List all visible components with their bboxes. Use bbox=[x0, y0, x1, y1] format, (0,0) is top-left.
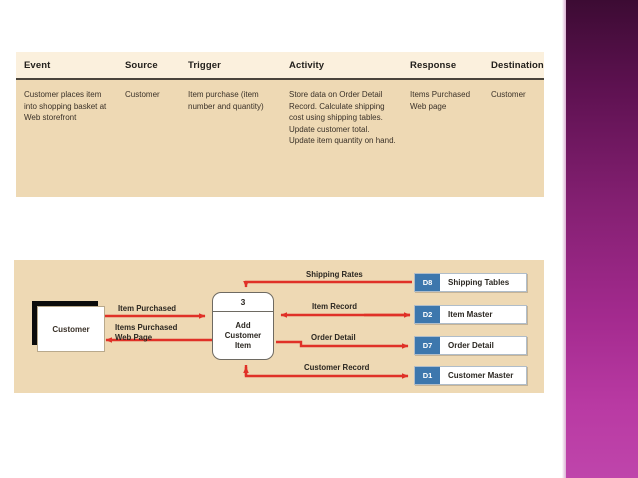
data-store-id: D7 bbox=[415, 337, 440, 354]
column-header-trigger: Trigger bbox=[188, 60, 221, 71]
process-name-line-1: Add bbox=[235, 320, 251, 330]
flow-label-customer-record: Customer Record bbox=[304, 363, 370, 372]
data-flow-diagram: Customer 3 Add Customer Item D8 Shipping… bbox=[14, 260, 544, 393]
column-header-destination: Destination bbox=[491, 60, 544, 71]
external-entity-label: Customer bbox=[52, 324, 90, 334]
event-table: Event Source Trigger Activity Response D… bbox=[16, 52, 544, 197]
data-store-label: Customer Master bbox=[448, 371, 514, 380]
data-store-shipping-tables: D8 Shipping Tables bbox=[414, 273, 527, 292]
column-header-event: Event bbox=[24, 60, 51, 71]
event-table-header-row: Event Source Trigger Activity Response D… bbox=[16, 52, 544, 80]
data-store-order-detail: D7 Order Detail bbox=[414, 336, 527, 355]
data-store-item-master: D2 Item Master bbox=[414, 305, 527, 324]
flow-label-item-record: Item Record bbox=[312, 302, 358, 311]
flow-label-line-1: Items Purchased bbox=[115, 323, 178, 332]
process-number: 3 bbox=[213, 293, 273, 312]
process-name-line-2: Customer bbox=[224, 330, 262, 340]
cell-source: Customer bbox=[125, 90, 160, 99]
flow-label-line-2: Web Page bbox=[115, 332, 153, 342]
data-store-id: D8 bbox=[415, 274, 440, 291]
flow-label-order-detail: Order Detail bbox=[311, 333, 356, 342]
cell-trigger: Item purchase (item number and quantity) bbox=[188, 90, 264, 111]
cell-activity: Store data on Order Detail Record. Calcu… bbox=[289, 90, 396, 146]
data-store-label: Order Detail bbox=[448, 341, 494, 350]
cell-event: Customer places item into shopping baske… bbox=[24, 90, 107, 123]
data-store-customer-master: D1 Customer Master bbox=[414, 366, 527, 385]
data-store-id: D2 bbox=[415, 306, 440, 323]
data-store-id: D1 bbox=[415, 367, 440, 384]
column-header-response: Response bbox=[410, 60, 457, 71]
process-name: Add Customer Item bbox=[213, 312, 273, 360]
table-row: Customer places item into shopping baske… bbox=[16, 80, 544, 197]
data-store-label: Shipping Tables bbox=[448, 278, 510, 287]
column-header-source: Source bbox=[125, 60, 158, 71]
flow-label-items-purchased-web-page: Items Purchased Web Page bbox=[115, 323, 177, 342]
accent-band-gradient bbox=[566, 0, 638, 478]
cell-response: Items Purchased Web page bbox=[410, 90, 471, 111]
process-name-line-3: Item bbox=[234, 341, 252, 351]
flow-label-item-purchased: Item Purchased bbox=[118, 304, 177, 313]
dfd-arrow-layer bbox=[14, 260, 544, 393]
process-add-customer-item: 3 Add Customer Item bbox=[212, 292, 274, 360]
slide-accent-band bbox=[562, 0, 638, 478]
flow-label-shipping-rates: Shipping Rates bbox=[306, 270, 363, 279]
accent-band-edge-highlight bbox=[562, 0, 566, 478]
external-entity-customer: Customer bbox=[37, 306, 105, 352]
cell-destination: Customer bbox=[491, 90, 526, 99]
column-header-activity: Activity bbox=[289, 60, 325, 71]
data-store-label: Item Master bbox=[448, 310, 493, 319]
